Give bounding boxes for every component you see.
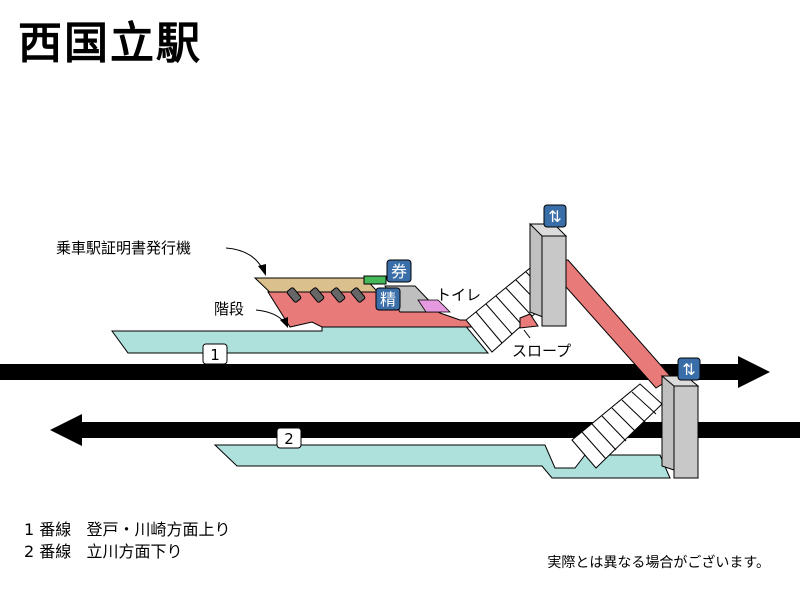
slope-leader (523, 329, 531, 339)
station-title: 西国立駅 (18, 18, 202, 69)
certificate-leader (225, 247, 263, 269)
svg-text:精: 精 (380, 290, 396, 309)
svg-text:券: 券 (391, 262, 407, 281)
fare-adjust-sign: 精 (375, 287, 401, 311)
certificate-arrowhead (258, 264, 266, 276)
legend-direction: 登戸・川崎方面上り (86, 520, 231, 539)
legend-row-2: 2 番線 立川方面下り (24, 538, 183, 562)
platform-2-number: 2 (276, 427, 302, 449)
track-1 (0, 356, 770, 388)
platform-2 (213, 444, 671, 479)
certificate-machines (286, 287, 366, 303)
legend-track: 2 番線 (24, 542, 72, 561)
legend-track: 1 番線 (24, 520, 72, 539)
elevator-1 (528, 223, 568, 327)
elevator-icon: ⇅ (548, 207, 561, 226)
svg-text:2: 2 (284, 430, 294, 448)
slope (519, 313, 539, 329)
legend-direction: 立川方面下り (86, 542, 183, 561)
elevator-icon: ⇅ (682, 360, 695, 379)
elevator-sign-1: ⇅ (543, 204, 567, 228)
legend-row-1: 1 番線 登戸・川崎方面上り (24, 516, 231, 540)
certificate-machine-label: 乗車駅証明書発行機 (56, 239, 191, 257)
disclaimer-note: 実際とは異なる場合がございます。 (547, 555, 770, 571)
platform-1-number: 1 (202, 343, 228, 365)
stairs-label: 階段 (214, 300, 244, 318)
toilet-label: トイレ (436, 286, 481, 304)
stairs-arrowhead (280, 317, 288, 328)
ticket-sign: 券 (386, 259, 412, 283)
slope-label: スロープ (512, 342, 571, 360)
toilet-area (417, 299, 451, 313)
svg-text:1: 1 (210, 346, 220, 364)
stairs-leader (255, 309, 285, 323)
green-strip (363, 275, 387, 285)
elevator-sign-2: ⇅ (677, 357, 701, 381)
elevator-2 (660, 375, 700, 479)
platform-1 (111, 323, 490, 354)
